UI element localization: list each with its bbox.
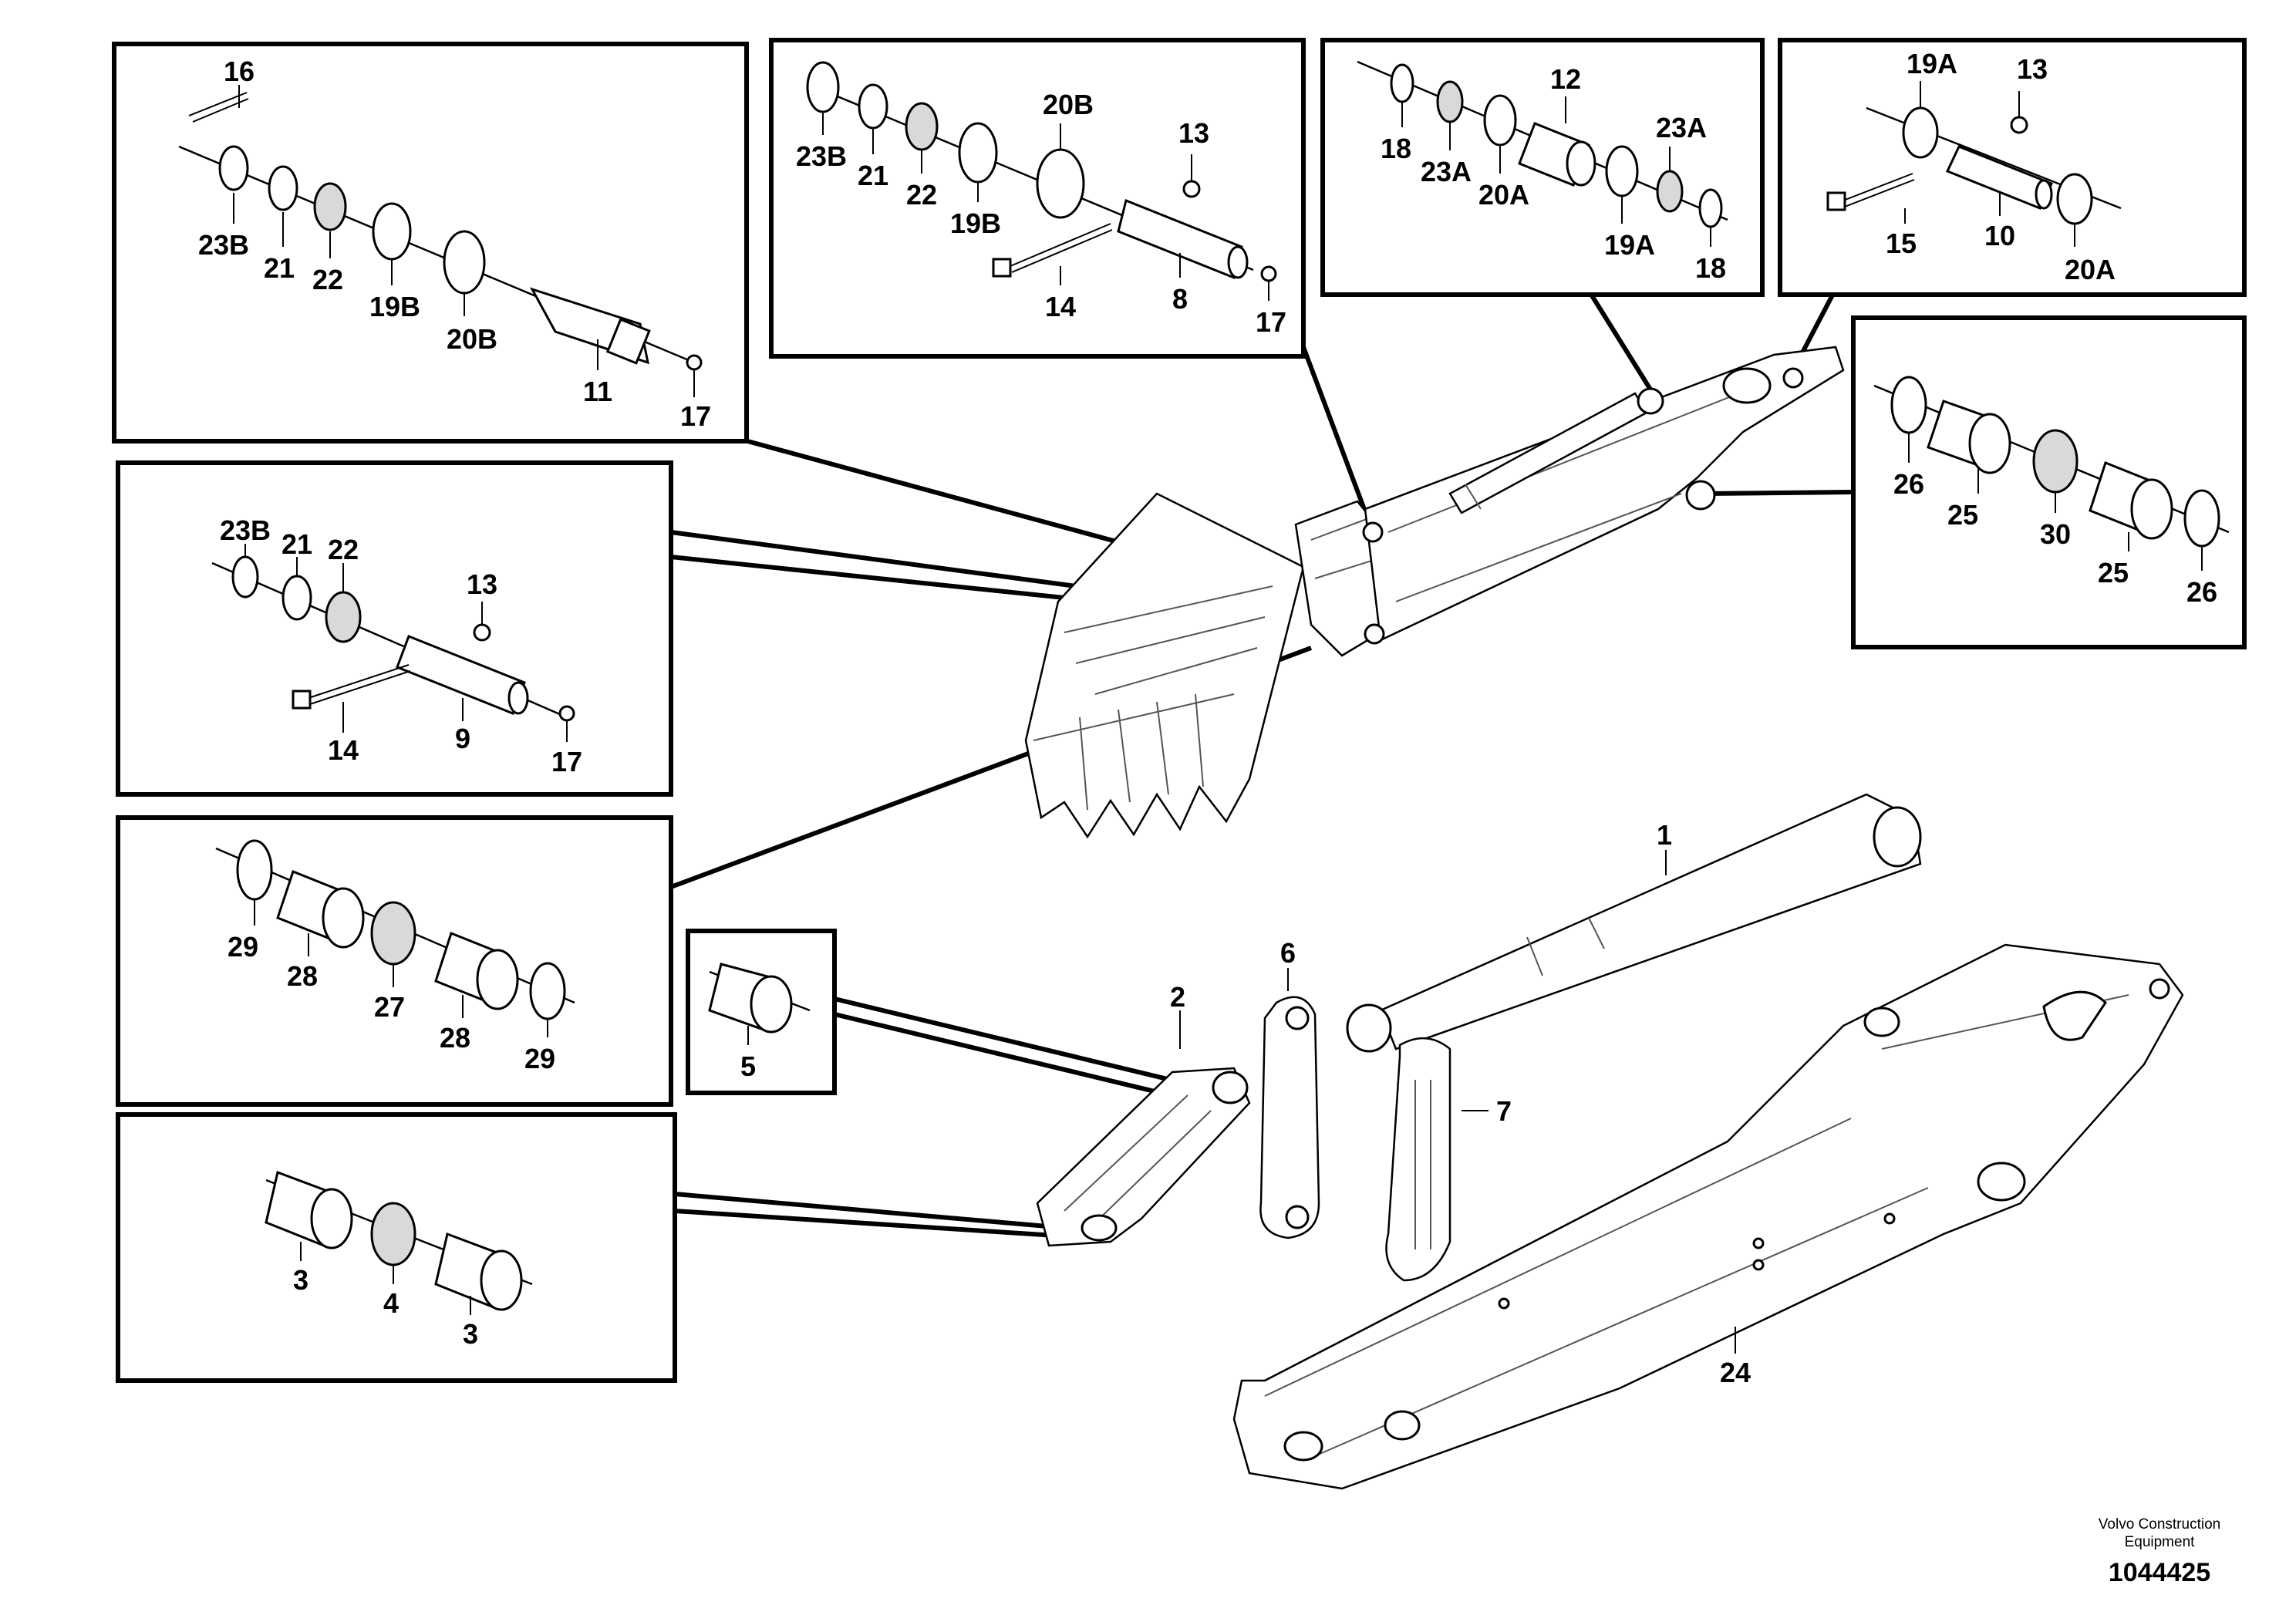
callout-20B: 20B	[1043, 89, 1094, 120]
box-bushings-28	[116, 815, 673, 1107]
callout-25: 25	[2098, 557, 2129, 588]
box-bushings-3	[116, 1112, 677, 1383]
callout-17: 17	[680, 400, 711, 432]
leader-box-d	[1588, 292, 1653, 391]
box-pin-10	[1778, 38, 2247, 297]
callout-19B: 19B	[950, 207, 1001, 239]
callout-3: 3	[293, 1264, 308, 1296]
callout-21: 21	[858, 160, 888, 191]
document-number: 1044425	[2109, 1558, 2210, 1587]
callout-25: 25	[1947, 499, 1978, 531]
leader-box-j2	[674, 1209, 1092, 1240]
callout-18: 18	[1695, 252, 1726, 284]
callout-19A: 19A	[1604, 229, 1655, 261]
callout-20A: 20A	[1478, 179, 1529, 211]
arm	[1364, 346, 1845, 642]
leader-box-f	[1704, 490, 1854, 496]
brand-line-2: Equipment	[2125, 1534, 2196, 1550]
box-bushing-5	[686, 929, 837, 1095]
callout-6: 6	[1280, 937, 1296, 969]
callout-7: 7	[1496, 1095, 1512, 1127]
footer: Volvo Construction Equipment 1044425	[2099, 1516, 2220, 1587]
callout-4: 4	[383, 1287, 399, 1319]
callout-2: 2	[1170, 981, 1185, 1013]
callout-30: 30	[2040, 518, 2071, 550]
callout-29: 29	[524, 1043, 555, 1074]
boom	[1232, 943, 2184, 1490]
box-pin-8	[769, 38, 1306, 359]
callout-19A: 19A	[1907, 48, 1957, 79]
arm-bucket-assembly	[1024, 346, 1845, 839]
boom-assembly	[1036, 793, 2184, 1490]
callout-16: 16	[224, 56, 255, 87]
callout-23B: 23B	[220, 514, 271, 546]
box-pin-12	[1320, 38, 1765, 297]
callout-14: 14	[328, 734, 359, 766]
callout-28: 28	[440, 1022, 470, 1054]
boom-cylinder	[1379, 793, 1922, 1050]
callout-20B: 20B	[447, 323, 497, 355]
leader-box-j	[674, 1192, 1092, 1233]
link-7	[1385, 1037, 1451, 1282]
callout-23A: 23A	[1656, 112, 1707, 143]
leader-box-c	[1301, 346, 1377, 538]
callout-ticks	[233, 81, 2203, 1354]
callout-14: 14	[1045, 291, 1076, 322]
callout-5: 5	[740, 1050, 756, 1082]
leader-box-i	[834, 996, 1219, 1094]
callout-26: 26	[1893, 468, 1924, 500]
callout-24: 24	[1720, 1357, 1751, 1388]
bucket	[1024, 492, 1305, 839]
box-bushings-25	[1851, 315, 2247, 649]
callout-11: 11	[583, 376, 612, 407]
callout-26: 26	[2186, 576, 2217, 608]
callout-1: 1	[1657, 819, 1672, 851]
callout-17: 17	[551, 746, 582, 777]
box-pin-11	[112, 42, 749, 443]
callout-13: 13	[467, 568, 497, 600]
callout-23B: 23B	[198, 229, 249, 261]
callout-18: 18	[1381, 133, 1411, 164]
link-2	[1036, 1067, 1251, 1247]
callout-9: 9	[455, 723, 470, 754]
callout-21: 21	[282, 528, 312, 560]
brand-line-1: Volvo Construction	[2099, 1516, 2220, 1533]
callout-19B: 19B	[369, 291, 420, 322]
callout-22: 22	[312, 264, 343, 295]
callout-10: 10	[1984, 220, 2015, 251]
callout-labels: 16 23B 21 22 19B 20B 11 17 23B 21 22 19B…	[198, 48, 2217, 1388]
callout-15: 15	[1886, 228, 1917, 259]
callout-21: 21	[264, 252, 295, 284]
callout-3: 3	[463, 1318, 478, 1350]
callout-22: 22	[328, 534, 359, 565]
callout-13: 13	[1178, 117, 1209, 149]
callout-23B: 23B	[796, 140, 847, 172]
box-pin-9	[116, 460, 673, 797]
callout-8: 8	[1172, 283, 1188, 315]
callout-13: 13	[2017, 53, 2048, 85]
callout-28: 28	[287, 960, 318, 992]
callout-12: 12	[1550, 63, 1581, 95]
callout-22: 22	[906, 179, 937, 211]
callout-17: 17	[1256, 306, 1286, 338]
callout-20A: 20A	[2065, 254, 2116, 285]
link-6	[1259, 996, 1320, 1239]
callout-29: 29	[228, 931, 258, 963]
callout-27: 27	[374, 991, 405, 1023]
callout-23A: 23A	[1421, 156, 1472, 187]
